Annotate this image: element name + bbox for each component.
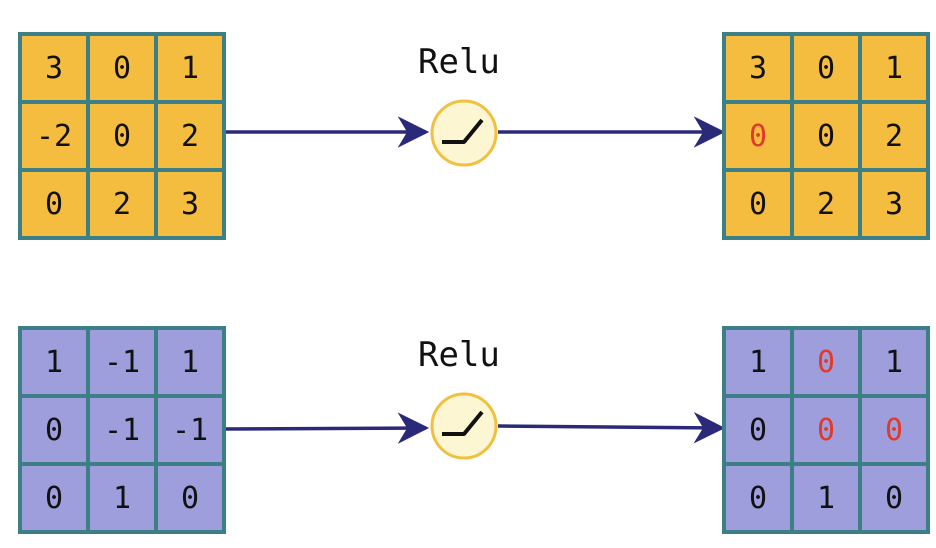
relu-label: Relu bbox=[418, 42, 500, 82]
matrix-cell: 0 bbox=[726, 466, 790, 530]
matrix-cell: 1 bbox=[158, 36, 222, 100]
matrix-cell: 3 bbox=[726, 36, 790, 100]
matrix-cell: 0 bbox=[90, 36, 154, 100]
output-matrix-1: 3 0 1 0 0 2 0 2 3 bbox=[722, 32, 930, 240]
matrix-cell: -1 bbox=[90, 398, 154, 462]
matrix-cell: 2 bbox=[862, 104, 926, 168]
matrix-cell: -2 bbox=[22, 104, 86, 168]
matrix-cell: 3 bbox=[158, 172, 222, 236]
matrix-cell: 0 bbox=[794, 398, 858, 462]
matrix-cell: -1 bbox=[158, 398, 222, 462]
matrix-cell: 0 bbox=[862, 398, 926, 462]
matrix-cell: 0 bbox=[22, 466, 86, 530]
matrix-cell: 2 bbox=[794, 172, 858, 236]
relu-label: Relu bbox=[418, 335, 500, 375]
matrix-cell: 1 bbox=[90, 466, 154, 530]
matrix-cell: 1 bbox=[726, 330, 790, 394]
matrix-cell: 1 bbox=[794, 466, 858, 530]
matrix-cell: 0 bbox=[794, 104, 858, 168]
matrix-cell: 1 bbox=[862, 330, 926, 394]
output-matrix-2: 1 0 1 0 0 0 0 1 0 bbox=[722, 326, 930, 534]
matrix-cell: 3 bbox=[22, 36, 86, 100]
input-matrix-2: 1 -1 1 0 -1 -1 0 1 0 bbox=[18, 326, 226, 534]
matrix-cell: 3 bbox=[862, 172, 926, 236]
matrix-cell: 0 bbox=[726, 398, 790, 462]
matrix-cell: 1 bbox=[22, 330, 86, 394]
matrix-cell: 0 bbox=[90, 104, 154, 168]
matrix-cell: -1 bbox=[90, 330, 154, 394]
matrix-cell: 0 bbox=[794, 330, 858, 394]
input-matrix-1: 3 0 1 -2 0 2 0 2 3 bbox=[18, 32, 226, 240]
matrix-cell: 1 bbox=[862, 36, 926, 100]
matrix-cell: 0 bbox=[158, 466, 222, 530]
relu-icon bbox=[430, 99, 498, 167]
arrow-row2-out bbox=[497, 411, 726, 444]
matrix-cell: 0 bbox=[22, 172, 86, 236]
matrix-cell: 2 bbox=[90, 172, 154, 236]
arrow-row2-in bbox=[217, 412, 430, 444]
matrix-cell: 0 bbox=[726, 104, 790, 168]
matrix-cell: 1 bbox=[158, 330, 222, 394]
matrix-cell: 2 bbox=[158, 104, 222, 168]
matrix-cell: 0 bbox=[22, 398, 86, 462]
relu-icon bbox=[430, 392, 498, 460]
matrix-cell: 0 bbox=[726, 172, 790, 236]
matrix-cell: 0 bbox=[794, 36, 858, 100]
matrix-cell: 0 bbox=[862, 466, 926, 530]
